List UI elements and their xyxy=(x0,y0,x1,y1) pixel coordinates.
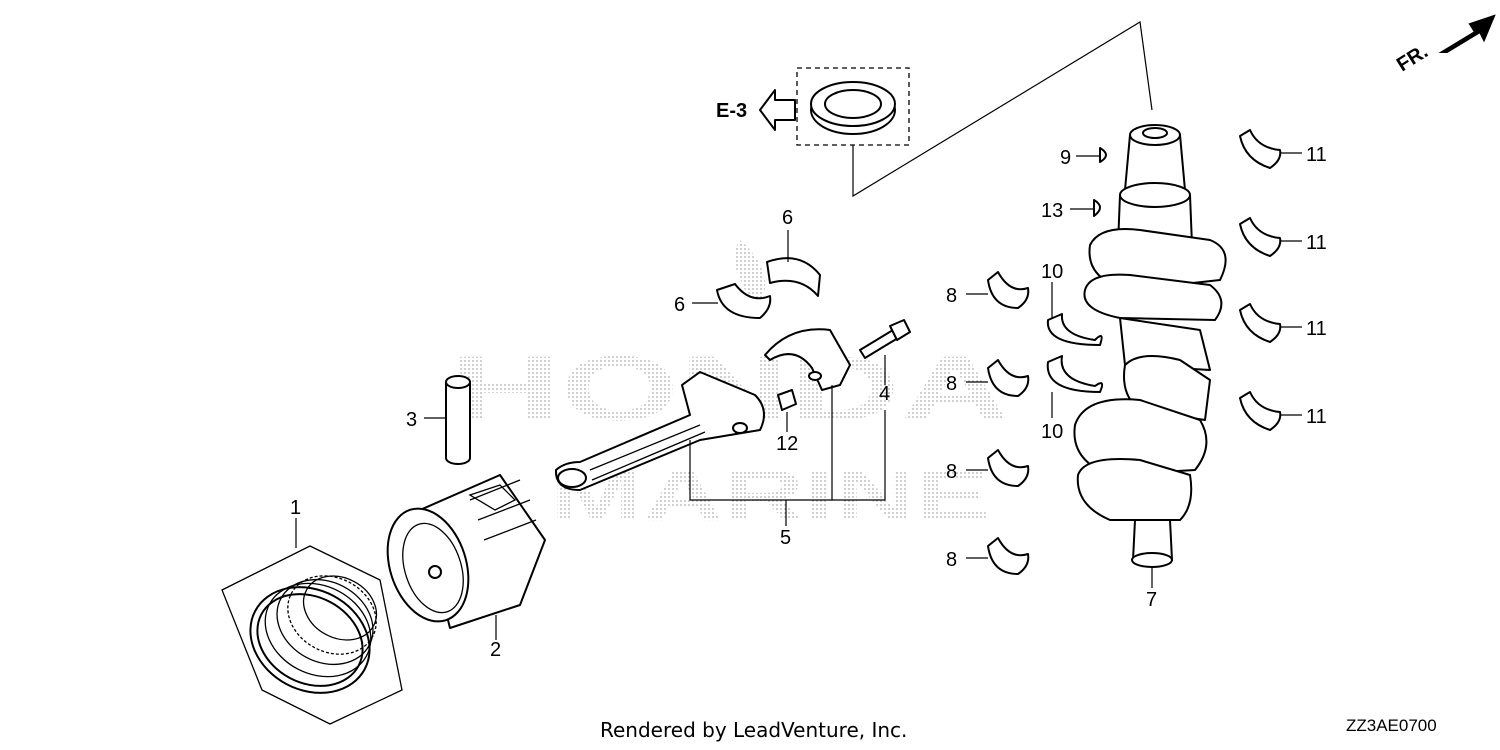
callout-1: 1 xyxy=(290,497,301,519)
front-direction-indicator: FR. xyxy=(1393,14,1496,77)
callout-8-c: 8 xyxy=(946,461,957,483)
piston-ring-frame xyxy=(221,545,403,725)
reference-arrow-icon xyxy=(759,89,796,131)
callout-6-lower: 6 xyxy=(674,294,685,316)
main-bearings-8 xyxy=(987,271,1030,575)
callout-4: 4 xyxy=(879,383,890,405)
callout-7: 7 xyxy=(1146,589,1157,611)
callout-10-b: 10 xyxy=(1041,421,1063,443)
dowel-pin xyxy=(777,389,797,411)
diagram-code: ZZ3AE0700 xyxy=(1346,716,1437,735)
callout-2: 2 xyxy=(490,639,501,661)
callout-8-a: 8 xyxy=(946,285,957,307)
callout-10-a: 10 xyxy=(1041,261,1063,283)
piston-pin xyxy=(445,375,471,465)
crankshaft xyxy=(1073,124,1227,568)
reference-label: E-3 xyxy=(716,100,747,122)
callouts: 1 2 3 4 5 6 6 7 8 8 8 8 9 10 10 11 11 11… xyxy=(290,144,1327,661)
key-13 xyxy=(1093,199,1101,217)
callout-8-d: 8 xyxy=(946,549,957,571)
callout-11-a: 11 xyxy=(1306,144,1327,166)
rod-bearing-lower xyxy=(716,283,772,319)
piston xyxy=(386,474,546,629)
front-arrow-icon xyxy=(1438,14,1496,53)
callout-3: 3 xyxy=(406,409,417,431)
callout-11-c: 11 xyxy=(1306,318,1327,340)
callout-9: 9 xyxy=(1060,147,1071,169)
callout-6-upper: 6 xyxy=(782,207,793,229)
rod-bearing-upper xyxy=(766,257,821,297)
key-9 xyxy=(1099,147,1107,163)
credit-text: Rendered by LeadVenture, Inc. xyxy=(600,718,908,742)
callout-13: 13 xyxy=(1041,200,1063,222)
main-bearings-11 xyxy=(1239,129,1282,431)
leader-lines xyxy=(295,152,1302,640)
callout-11-b: 11 xyxy=(1306,232,1327,254)
connecting-rod xyxy=(554,328,851,491)
piston-ring-set xyxy=(221,545,403,725)
thrust-washers xyxy=(1046,313,1104,393)
oil-seal xyxy=(810,81,896,135)
callout-5: 5 xyxy=(780,527,791,549)
rod-bolt xyxy=(859,319,911,359)
callout-12: 12 xyxy=(776,433,798,455)
reference-group: E-3 xyxy=(716,21,1153,198)
front-direction-label: FR. xyxy=(1393,41,1432,77)
callout-11-d: 11 xyxy=(1306,406,1327,428)
callout-8-b: 8 xyxy=(946,373,957,395)
